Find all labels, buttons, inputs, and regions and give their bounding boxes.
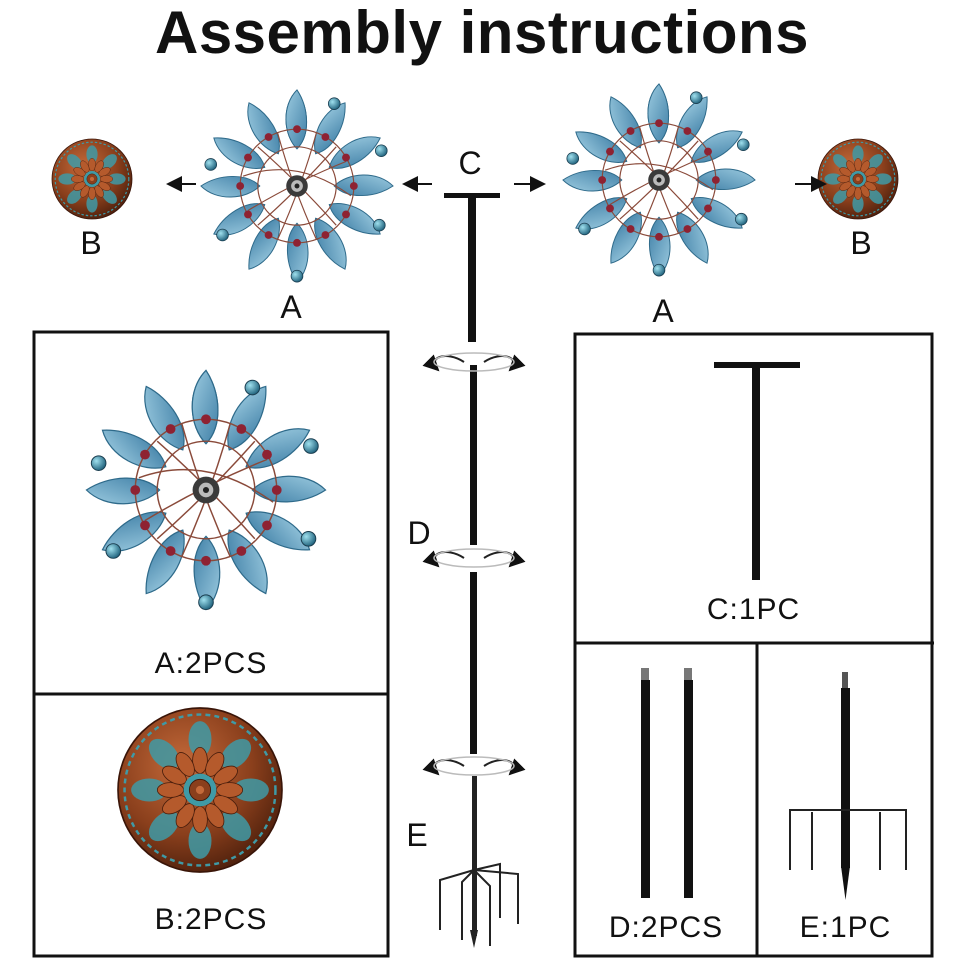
ornament-b-right bbox=[817, 138, 899, 220]
label-d-mid: D bbox=[407, 515, 431, 551]
stake-e-detail bbox=[789, 672, 907, 900]
label-a-right: A bbox=[652, 293, 674, 329]
pinwheel-a-detail bbox=[86, 370, 325, 609]
t-top-c-detail bbox=[714, 362, 800, 580]
label-c-top: C bbox=[458, 145, 482, 181]
swivel-arrow-2 bbox=[434, 549, 514, 567]
label-a-left: A bbox=[280, 289, 302, 325]
swivel-arrow-3 bbox=[434, 757, 514, 775]
caption-ornament: B:2PCS bbox=[154, 903, 268, 936]
caption-t-top: C:1PC bbox=[706, 593, 801, 626]
left-panel bbox=[32, 330, 390, 958]
caption-stake: E:1PC bbox=[799, 911, 892, 944]
pinwheel-a-left bbox=[201, 90, 393, 282]
ornament-b-detail bbox=[116, 706, 284, 874]
caption-poles: D:2PCS bbox=[608, 911, 724, 944]
right-panel bbox=[573, 332, 934, 958]
assembled-pole bbox=[439, 193, 519, 948]
caption-pinwheel: A:2PCS bbox=[154, 647, 268, 680]
pinwheel-a-right bbox=[563, 84, 755, 276]
label-e-mid: E bbox=[406, 817, 428, 853]
label-b-left: B bbox=[80, 225, 102, 261]
page-title: Assembly instructions bbox=[154, 0, 809, 66]
poles-d-detail bbox=[641, 668, 693, 898]
label-b-right: B bbox=[850, 225, 872, 261]
ornament-b-left bbox=[51, 138, 133, 220]
